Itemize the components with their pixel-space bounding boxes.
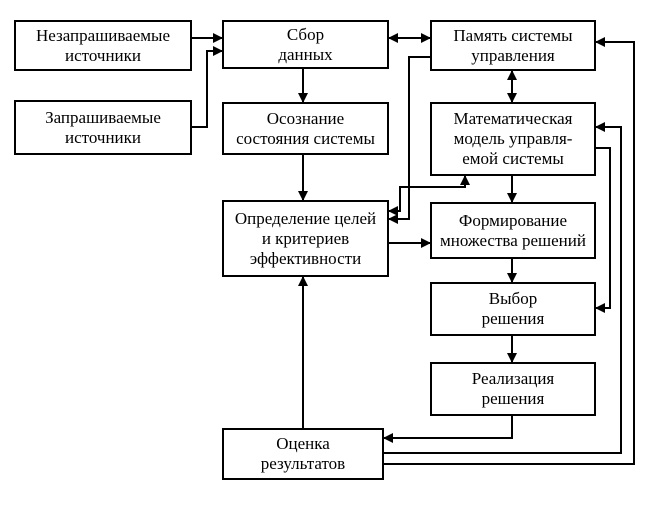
arrow-requested-to-collection xyxy=(192,46,223,128)
box-text-line: Реализация xyxy=(471,369,555,388)
box-text-line: источники xyxy=(64,45,141,65)
box-text-line: источники xyxy=(64,127,141,147)
box-text-line: модель управля- xyxy=(453,129,573,148)
box-text-line: Сбор xyxy=(286,24,325,44)
box-text-line: данных xyxy=(278,44,333,64)
arrow-implementation-to-evaluation xyxy=(383,416,513,443)
arrow-goals-model xyxy=(388,175,470,216)
box-text-line: Математическая xyxy=(453,109,573,128)
arrow-model-to-choice xyxy=(595,147,611,313)
box-text-line: Выбор xyxy=(488,289,538,308)
box-text-line: Запрашиваемые xyxy=(45,107,161,127)
box-text-line: и критериев xyxy=(261,228,350,248)
box-text-line: Определение целей xyxy=(234,208,377,228)
box-text-line: состояния системы xyxy=(236,128,375,148)
box-text-line: множества решений xyxy=(440,230,586,250)
box-text-line: Незапрашиваемые xyxy=(35,25,171,45)
box-text-line: результатов xyxy=(260,454,346,473)
box-text-line: управления xyxy=(471,45,555,65)
box-text-line: Оценка xyxy=(276,434,330,453)
arrow-memory-to-goals xyxy=(388,56,430,224)
arrow-evaluation-to-model xyxy=(384,122,622,454)
box-text-line: Осознание xyxy=(266,108,345,128)
box-text-line: Память системы xyxy=(453,25,573,45)
box-text-line: решения xyxy=(481,389,545,408)
box-text-line: эффективности xyxy=(249,248,362,268)
arrow-evaluation-to-memory xyxy=(384,37,635,465)
box-text-line: Формирование xyxy=(458,210,568,230)
box-text-line: решения xyxy=(481,309,545,328)
box-text-line: емой системы xyxy=(462,149,564,168)
